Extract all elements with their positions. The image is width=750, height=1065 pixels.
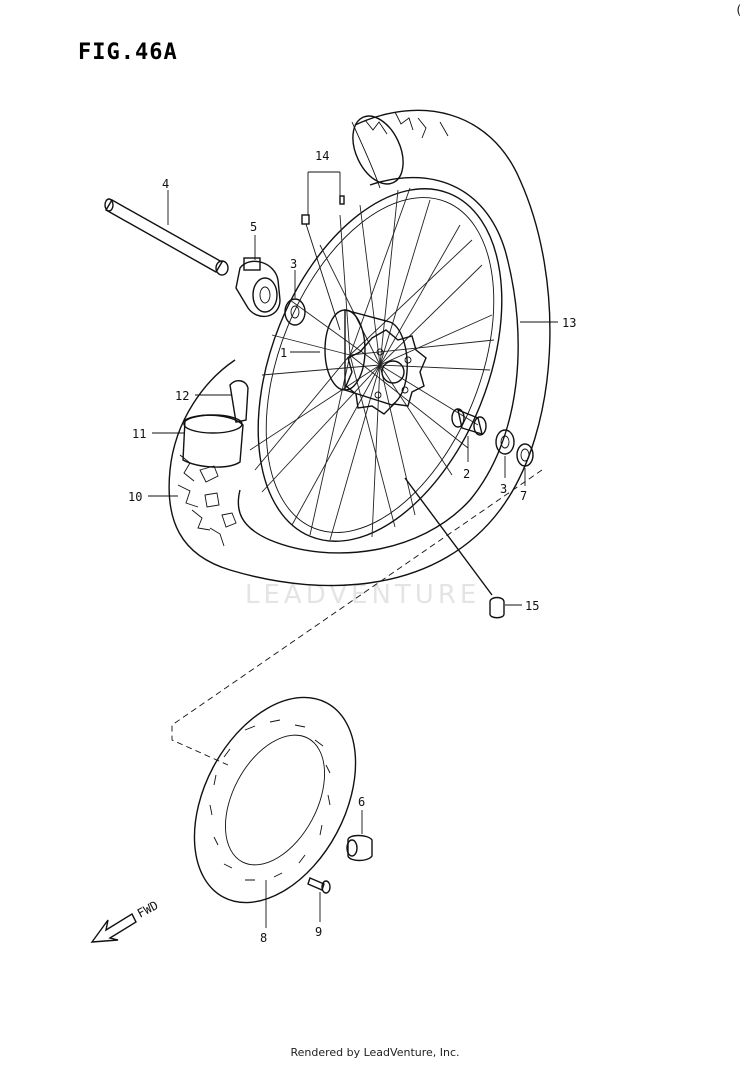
callout-3-left: 3: [290, 257, 297, 271]
callout-6: 6: [358, 795, 365, 809]
disc-spacer: [346, 834, 373, 862]
bearing-left: [284, 298, 306, 326]
callout-4: 4: [162, 177, 169, 191]
callout-13: 13: [562, 316, 576, 330]
corner-mark: (: [735, 3, 742, 17]
spoke-nipples: [301, 195, 345, 331]
oil-seal: [516, 443, 534, 467]
callout-12: 12: [175, 389, 189, 403]
footer-credit: Rendered by LeadVenture, Inc.: [290, 1046, 460, 1059]
bearing-right: [495, 429, 515, 455]
rim-band: [229, 380, 249, 423]
callout-15: 15: [525, 599, 539, 613]
callout-9: 9: [315, 925, 322, 939]
collar: [451, 408, 487, 436]
callout-11: 11: [132, 427, 146, 441]
callout-10: 10: [128, 490, 142, 504]
axle: [104, 198, 229, 276]
callout-labels: 4 5 3 14 1 13 12 11 10 2 3 7 15 6 8 9: [128, 149, 576, 945]
rim: [257, 188, 503, 542]
callout-7: 7: [520, 489, 527, 503]
tire: [168, 109, 551, 587]
figure-title: FIG.46A: [78, 40, 178, 65]
speedometer-gearbox: [235, 257, 281, 318]
spokes: [249, 187, 495, 541]
brake-disc: [193, 696, 357, 904]
callout-14: 14: [315, 149, 329, 163]
callout-2: 2: [463, 467, 470, 481]
valve-cap: [489, 596, 505, 619]
callout-1: 1: [280, 346, 287, 360]
hub: [324, 309, 427, 415]
fwd-label: FWD: [135, 898, 161, 921]
callout-8: 8: [260, 931, 267, 945]
callout-5: 5: [250, 220, 257, 234]
callout-3-right: 3: [500, 482, 507, 496]
forward-direction-indicator: FWD: [90, 898, 161, 943]
disc-bolt: [307, 877, 331, 894]
leader-lines: [148, 171, 558, 928]
tube: [182, 414, 244, 468]
